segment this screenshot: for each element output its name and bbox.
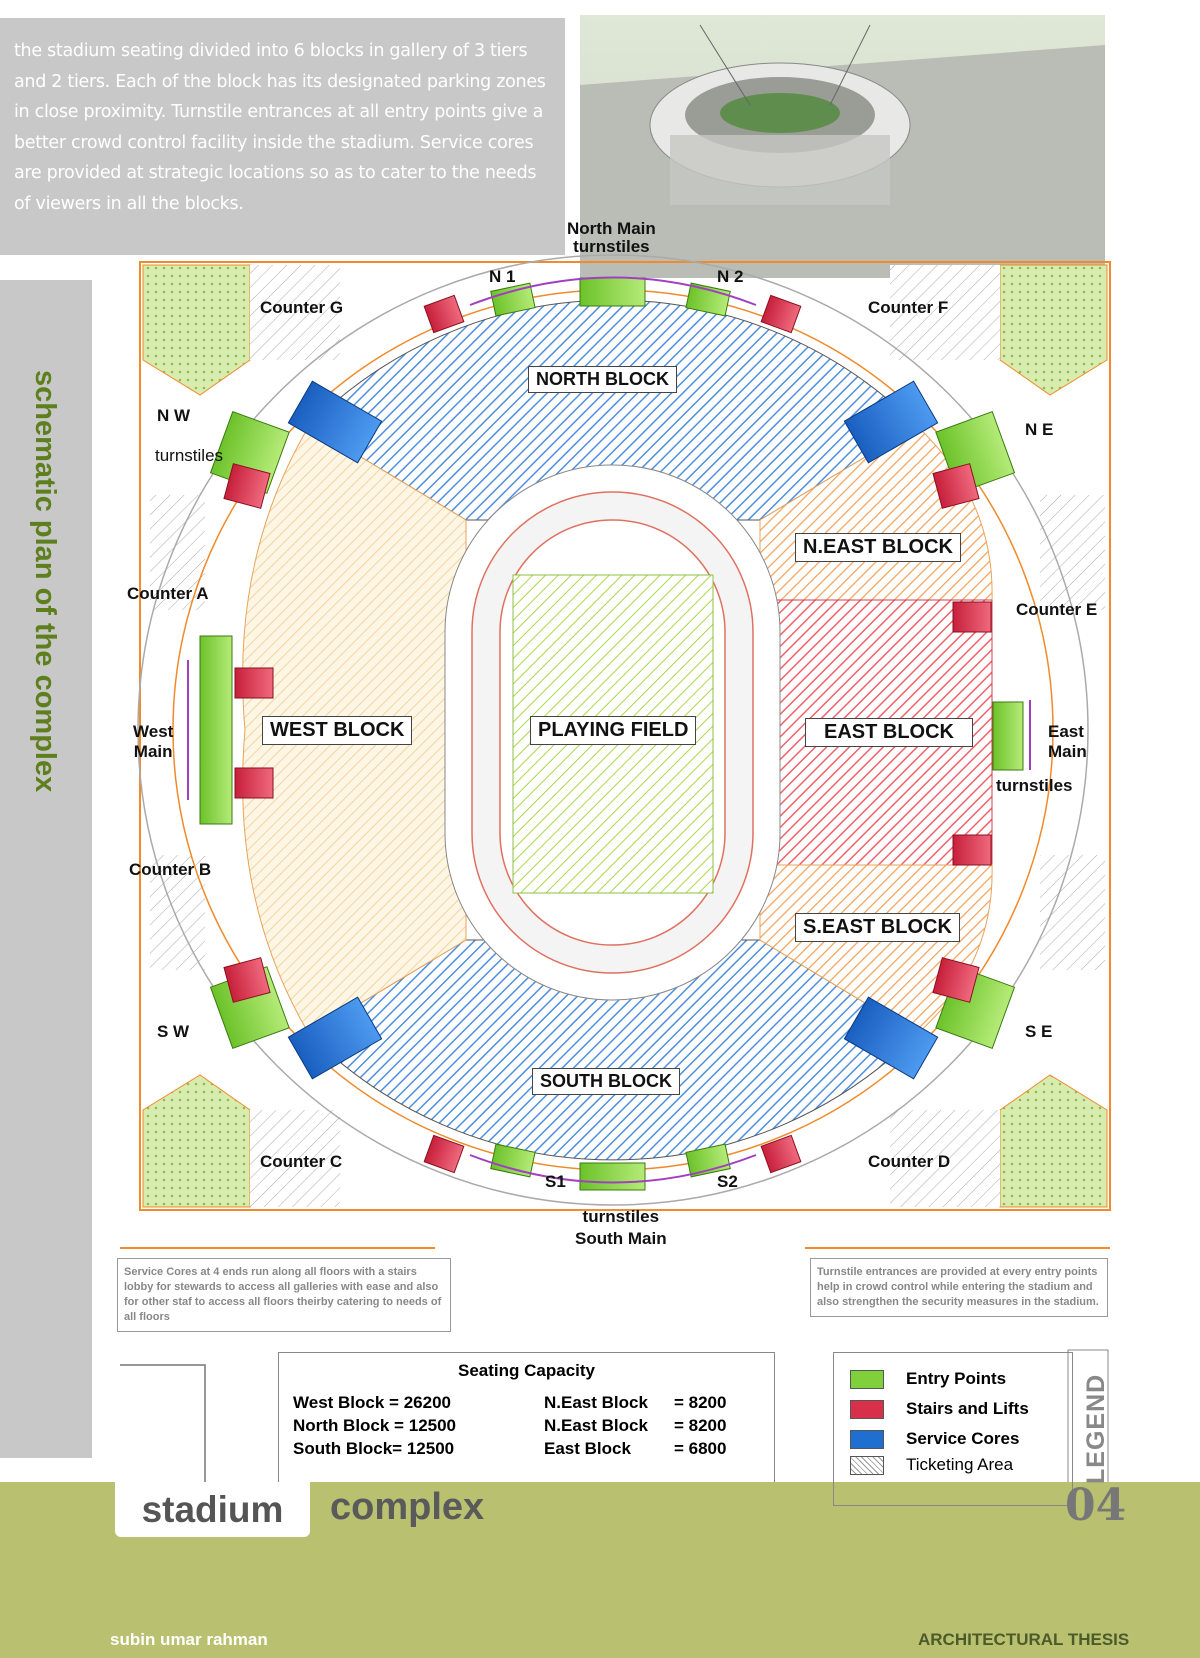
counter-c-label: Counter C	[260, 1152, 343, 1171]
capacity-value: = 6800	[674, 1439, 727, 1458]
nw-turnstiles-label: turnstiles	[155, 446, 224, 465]
thesis-label: ARCHITECTURAL THESIS	[918, 1630, 1130, 1649]
capacity-row: West Block = 26200	[293, 1391, 456, 1414]
green-swatch-icon	[850, 1370, 884, 1390]
capacity-name: N.East Block	[544, 1393, 648, 1412]
intro-text-box: the stadium seating divided into 6 block…	[0, 18, 565, 255]
title-word-complex: complex	[330, 1486, 485, 1528]
blue-swatch-icon	[850, 1430, 884, 1450]
s2-label: S2	[717, 1172, 738, 1191]
capacity-value: = 8200	[674, 1416, 727, 1435]
capacity-row: South Block= 12500	[293, 1437, 456, 1460]
capacity-right-column: N.East Block = 8200 N.East Block = 8200 Ea…	[544, 1391, 726, 1460]
sw-label: S W	[157, 1022, 190, 1041]
turnstile-note: Turnstile entrances are provided at ever…	[810, 1258, 1108, 1317]
capacity-row: N.East Block = 8200	[544, 1391, 726, 1414]
s1-label: S1	[545, 1172, 566, 1191]
capacity-name: N.East Block	[544, 1416, 648, 1435]
sidebar-bar	[0, 280, 92, 1458]
capacity-row: N.East Block = 8200	[544, 1414, 726, 1437]
hatch-swatch-icon	[850, 1456, 884, 1476]
counter-e-label: Counter E	[1016, 600, 1098, 619]
author-name: subin umar rahman	[110, 1630, 268, 1649]
legend-service-cores: Service Cores	[850, 1429, 1020, 1450]
stadium-render-image	[580, 15, 1105, 278]
nw-label: N W	[157, 406, 191, 425]
page-number: 04	[1065, 1480, 1127, 1531]
west-text: West	[133, 722, 174, 741]
capacity-name: South Block=	[293, 1439, 403, 1458]
red-swatch-icon	[850, 1400, 884, 1420]
legend-label: Service Cores	[906, 1429, 1020, 1448]
parking-sw	[142, 1074, 251, 1208]
counter-a-label: Counter A	[127, 584, 209, 603]
title-word-stadium: stadium	[115, 1482, 310, 1537]
capacity-name: East Block	[544, 1439, 631, 1458]
se-label: S E	[1025, 1022, 1053, 1041]
capacity-name: West Block =	[293, 1393, 399, 1412]
legend-entry-points: Entry Points	[850, 1369, 1007, 1390]
west-main-text: Main	[133, 742, 173, 761]
east-main-text: Main	[1048, 742, 1087, 761]
counter-g-label: Counter G	[260, 298, 344, 317]
service-cores-note: Service Cores at 4 ends run along all fl…	[117, 1258, 451, 1332]
counter-f-label: Counter F	[868, 298, 949, 317]
legend-box: Entry Points Stairs and Lifts Service Co…	[833, 1352, 1073, 1506]
south-block	[308, 939, 918, 1161]
seating-capacity-table: Seating Capacity West Block = 26200 Nort…	[278, 1352, 775, 1489]
north-turnstiles-text: turnstiles	[573, 237, 650, 256]
north-block-label: NORTH BLOCK	[528, 366, 677, 393]
ne-label: N E	[1025, 420, 1054, 439]
parking-nw	[142, 264, 251, 396]
counter-b-label: Counter B	[129, 860, 212, 879]
parking-se	[999, 1074, 1108, 1208]
n2-label: N 2	[717, 267, 744, 286]
playing-field-label: PLAYING FIELD	[530, 716, 697, 745]
capacity-value: 12500	[408, 1416, 457, 1435]
capacity-title: Seating Capacity	[458, 1361, 595, 1380]
legend-title: LEGEND	[1082, 1373, 1110, 1484]
east-block-label: EAST BLOCK	[805, 718, 973, 747]
capacity-row: East Block = 6800	[544, 1437, 726, 1460]
se-block-label: S.EAST BLOCK	[795, 913, 960, 942]
east-text: East	[1048, 722, 1084, 741]
intro-text: the stadium seating divided into 6 block…	[14, 41, 546, 214]
capacity-value: 12500	[406, 1439, 455, 1458]
east-turnstiles-label: turnstiles	[996, 776, 1073, 795]
n1-label: N 1	[489, 267, 516, 286]
legend-ticketing: Ticketing Area	[850, 1455, 1014, 1476]
capacity-name: North Block =	[293, 1416, 404, 1435]
capacity-value: = 8200	[674, 1393, 727, 1412]
capacity-left-column: West Block = 26200 North Block = 12500 S…	[293, 1391, 456, 1460]
west-block-label: WEST BLOCK	[262, 716, 413, 745]
parking-ne	[999, 264, 1108, 396]
legend-stairs: Stairs and Lifts	[850, 1399, 1029, 1420]
north-main-text: North Main	[567, 219, 656, 238]
ne-block-label: N.EAST BLOCK	[795, 533, 961, 562]
south-turnstiles-text: turnstiles	[582, 1207, 660, 1226]
legend-label: Ticketing Area	[906, 1455, 1014, 1474]
south-block-label: SOUTH BLOCK	[532, 1068, 680, 1095]
legend-label: Stairs and Lifts	[906, 1399, 1029, 1418]
capacity-value: 26200	[403, 1393, 451, 1412]
legend-label: Entry Points	[906, 1369, 1007, 1388]
capacity-row: North Block = 12500	[293, 1414, 456, 1437]
counter-d-label: Counter D	[868, 1152, 951, 1171]
south-main-text: South Main	[575, 1229, 667, 1248]
